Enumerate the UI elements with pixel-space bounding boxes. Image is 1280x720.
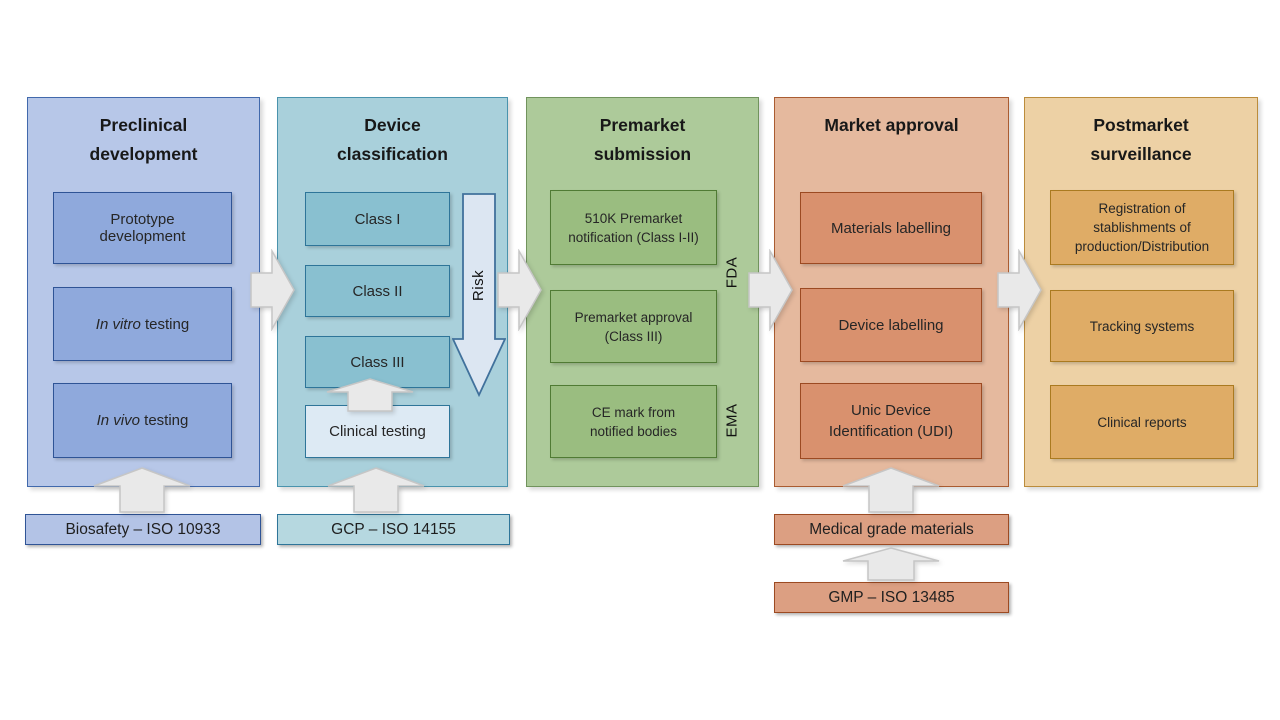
stage-title-postmarket: Postmarket surveillance <box>1090 115 1192 164</box>
up-arrow-icon <box>842 547 940 581</box>
label-medical-grade-materials: Medical grade materials <box>774 514 1009 545</box>
label-gcp-iso-14155: GCP – ISO 14155 <box>277 514 510 545</box>
stage-title-preclinical: Preclinical development <box>89 115 198 164</box>
label-gmp-iso-13485: GMP – ISO 13485 <box>774 582 1009 613</box>
box-premarket-approval: Premarket approval (Class III) <box>550 290 717 363</box>
box-clinical-reports: Clinical reports <box>1050 385 1234 459</box>
box-tracking-systems: Tracking systems <box>1050 290 1234 362</box>
box-ce-mark: CE mark from notified bodies <box>550 385 717 458</box>
box-510k-premarket-notification: 510K Premarket notification (Class I-II) <box>550 190 717 265</box>
box-in-vivo-testing: In vivo testing <box>53 383 232 458</box>
label-biosafety-iso-10933: Biosafety – ISO 10933 <box>25 514 261 545</box>
box-class-1: Class I <box>305 192 450 246</box>
box-clinical-testing: Clinical testing <box>305 405 450 458</box>
right-arrow-icon <box>997 249 1042 331</box>
box-registration-establishments: Registration of stablishments of product… <box>1050 190 1234 265</box>
box-prototype-development: Prototype development <box>53 192 232 264</box>
risk-down-arrow-icon <box>452 193 506 397</box>
box-udi: Unic Device Identification (UDI) <box>800 383 982 459</box>
up-arrow-icon <box>93 467 191 513</box>
box-materials-labelling: Materials labelling <box>800 192 982 264</box>
stage-title-market-approval: Market approval <box>824 115 959 135</box>
box-in-vitro-testing: In vitro testing <box>53 287 232 361</box>
right-arrow-icon <box>497 249 542 331</box>
right-arrow-icon <box>250 249 295 331</box>
box-class-3: Class III <box>305 336 450 388</box>
box-device-labelling: Device labelling <box>800 288 982 362</box>
up-arrow-icon <box>326 378 414 412</box>
box-class-2: Class II <box>305 265 450 317</box>
right-arrow-icon <box>748 249 793 331</box>
up-arrow-icon <box>842 467 940 513</box>
ema-label: EMA <box>723 402 741 438</box>
fda-label: FDA <box>723 256 741 288</box>
stage-title-classification: Device classification <box>337 115 448 164</box>
stage-title-premarket: Premarket submission <box>593 115 692 164</box>
up-arrow-icon <box>327 467 425 513</box>
